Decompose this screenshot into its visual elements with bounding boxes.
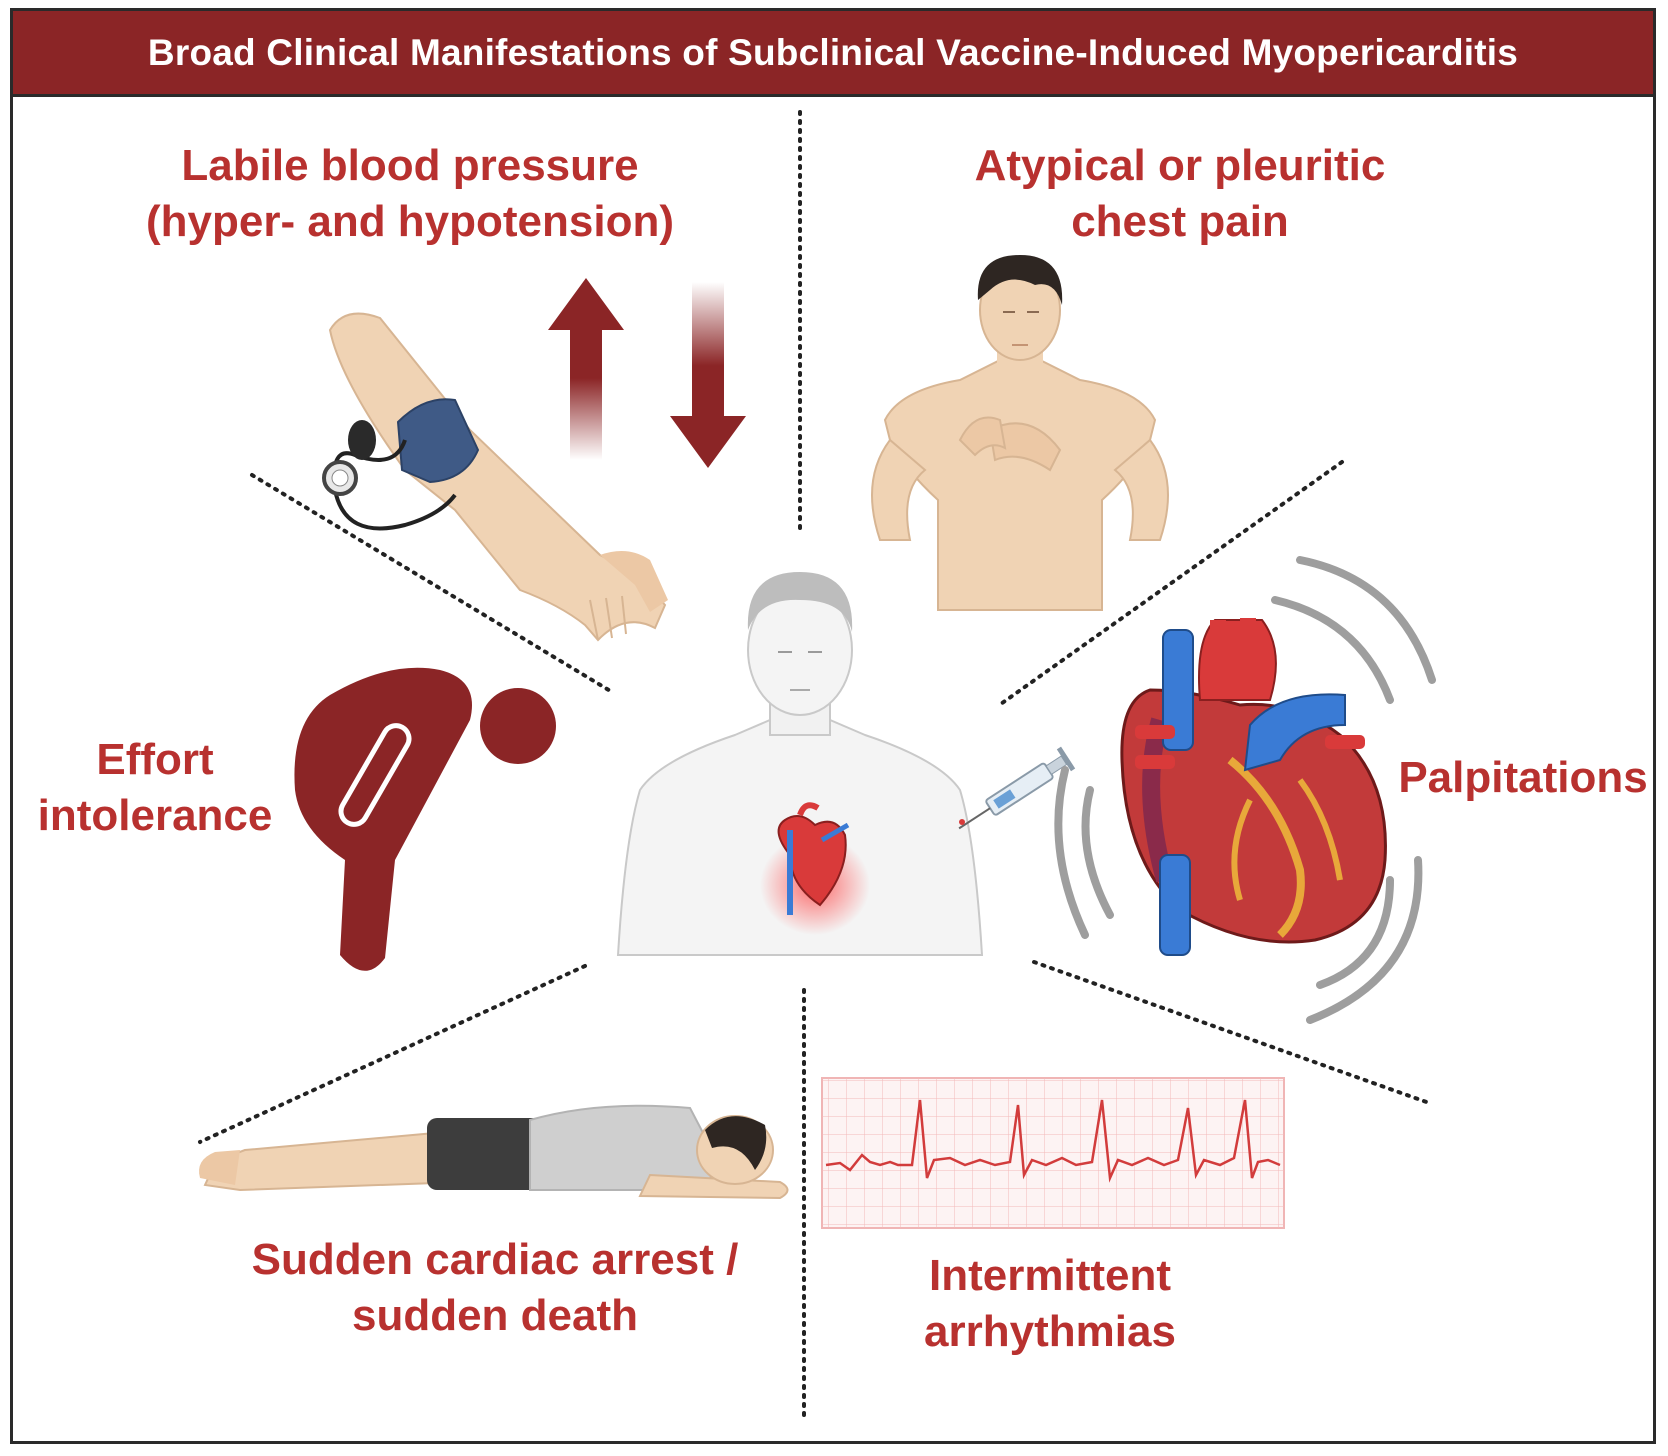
syringe-icon — [958, 746, 1076, 830]
label-palpitations: Palpitations — [1378, 750, 1668, 806]
blood-pressure-cuff-icon — [322, 312, 668, 642]
ecg-strip-icon — [821, 1077, 1285, 1229]
label-effort: Effort intolerance — [20, 732, 290, 844]
down-arrow-icon — [670, 282, 746, 468]
label-effort-line2: intolerance — [37, 791, 273, 840]
label-arrhythmias: Intermittent arrhythmias — [870, 1248, 1230, 1360]
divider-lines — [198, 110, 1434, 1420]
label-chest-pain: Atypical or pleuritic chest pain — [920, 138, 1440, 250]
label-blood-pressure-line2: (hyper- and hypotension) — [146, 197, 674, 246]
label-cardiac-arrest-line2: sudden death — [351, 1291, 639, 1340]
label-effort-line1: Effort — [96, 735, 214, 784]
label-chest-pain-line1: Atypical or pleuritic — [974, 141, 1386, 190]
small-heart-icon — [777, 802, 850, 915]
label-arrhythmias-line2: arrhythmias — [924, 1307, 1176, 1356]
label-cardiac-arrest: Sudden cardiac arrest / sudden death — [210, 1232, 780, 1344]
title-banner: Broad Clinical Manifestations of Subclin… — [13, 11, 1653, 97]
central-person-icon — [616, 572, 984, 956]
up-arrow-icon — [548, 278, 624, 460]
fatigued-person-icon — [294, 667, 556, 971]
label-blood-pressure: Labile blood pressure (hyper- and hypote… — [130, 138, 690, 250]
palpitation-arcs — [1054, 556, 1436, 1024]
label-arrhythmias-line1: Intermittent — [929, 1251, 1171, 1300]
heart-icon — [1120, 618, 1387, 956]
figure-title: Broad Clinical Manifestations of Subclin… — [147, 31, 1519, 73]
label-cardiac-arrest-line1: Sudden cardiac arrest / — [251, 1235, 739, 1284]
label-palpitations-line1: Palpitations — [1398, 753, 1648, 802]
injection-site — [959, 819, 965, 825]
chest-pain-person-icon — [871, 255, 1169, 611]
label-blood-pressure-line1: Labile blood pressure — [181, 141, 639, 190]
lying-person-icon — [199, 1104, 789, 1200]
label-chest-pain-line2: chest pain — [1071, 197, 1289, 246]
